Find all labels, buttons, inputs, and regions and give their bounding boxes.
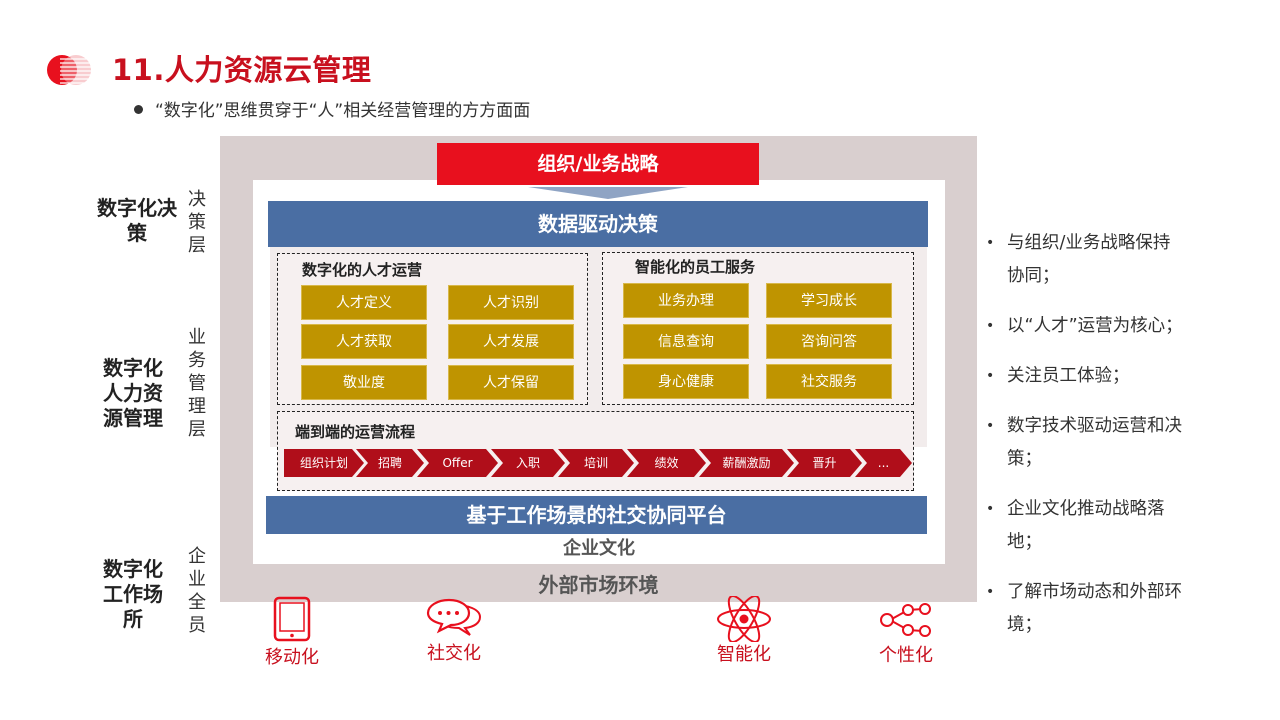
- list-item: • 企业文化推动战略落地；: [986, 493, 1186, 559]
- bullet-icon: •: [986, 418, 995, 434]
- layer-decision: 决策层: [188, 189, 206, 256]
- strategy-bar: 组织/业务战略: [437, 143, 759, 185]
- bullet-icon: •: [986, 584, 995, 600]
- bullet-icon: •: [986, 235, 995, 251]
- share-icon: [878, 600, 934, 640]
- process-step: 组织计划: [284, 449, 364, 477]
- service-item: 信息查询: [623, 324, 749, 359]
- social-platform-bar: 基于工作场景的社交协同平台: [266, 496, 927, 534]
- list-item-text: 企业文化推动战略落地；: [1007, 499, 1165, 552]
- list-item: • 以“人才”运营为核心；: [986, 310, 1186, 343]
- service-item: 身心健康: [623, 364, 749, 399]
- list-item: • 了解市场动态和外部环境；: [986, 576, 1186, 642]
- talent-item: 人才保留: [448, 365, 574, 400]
- bullet-list: • 与组织/业务战略保持协同； • 以“人才”运营为核心； • 关注员工体验； • 数字…: [986, 227, 1186, 659]
- service-item: 业务办理: [623, 283, 749, 318]
- icon-label-smart: 智能化: [717, 644, 771, 665]
- service-item: 社交服务: [766, 364, 892, 399]
- process-title: 端到端的运营流程: [295, 423, 416, 441]
- talent-item: 敬业度: [301, 365, 427, 400]
- process-step: Offer: [417, 449, 498, 477]
- process-step: 晋升: [787, 449, 862, 477]
- bullet-icon: •: [986, 368, 995, 384]
- process-step: 绩效: [627, 449, 706, 477]
- mobile-icon: [272, 596, 312, 642]
- list-item-text: 了解市场动态和外部环境；: [1007, 582, 1182, 635]
- label-digital-hr: 数字化人力资源管理: [103, 356, 163, 430]
- bullet-icon: •: [986, 501, 995, 517]
- process-step: 薪酬激励: [699, 449, 794, 477]
- list-item: • 与组织/业务战略保持协同；: [986, 227, 1186, 293]
- process-chevrons: 组织计划 招聘 Offer 入职 培训 绩效 薪酬激励 晋升 ...: [284, 449, 914, 477]
- atom-icon: [716, 595, 772, 643]
- process-step: 入职: [491, 449, 565, 477]
- employee-services-box: 智能化的员工服务 业务办理 学习成长 信息查询 咨询问答 身心健康 社交服务: [602, 252, 914, 405]
- page-title: 11.人力资源云管理: [112, 53, 372, 87]
- bullet-icon: •: [986, 318, 995, 334]
- list-item-text: 以“人才”运营为核心；: [1007, 316, 1183, 336]
- label-digital-decision: 数字化决策: [97, 196, 177, 245]
- list-item-text: 与组织/业务战略保持协同；: [1007, 233, 1171, 286]
- list-item: • 关注员工体验；: [986, 360, 1186, 393]
- icon-label-personal: 个性化: [879, 645, 933, 666]
- icon-label-mobile: 移动化: [265, 647, 319, 668]
- talent-item: 人才发展: [448, 324, 574, 359]
- talent-item: 人才识别: [448, 285, 574, 320]
- icon-label-social: 社交化: [427, 643, 481, 664]
- data-driven-bar: 数据驱动决策: [268, 201, 928, 247]
- process-box: 端到端的运营流程 组织计划 招聘 Offer 入职 培训 绩效 薪酬激励 晋升 …: [277, 411, 914, 491]
- service-item: 咨询问答: [766, 324, 892, 359]
- process-step: ...: [855, 449, 912, 477]
- chat-icon: [425, 598, 483, 638]
- subtitle-text: “数字化”思维贯穿于“人”相关经营管理的方方面面: [155, 101, 531, 121]
- process-step: 招聘: [356, 449, 424, 477]
- market-label: 外部市场环境: [538, 573, 659, 597]
- logo-icon: [46, 52, 94, 88]
- label-digital-workplace: 数字化工作场所: [103, 557, 163, 631]
- subtitle: “数字化”思维贯穿于“人”相关经营管理的方方面面: [134, 99, 530, 123]
- culture-label: 企业文化: [563, 538, 635, 559]
- list-item-text: 关注员工体验；: [1007, 366, 1130, 386]
- bullet-dot-icon: [134, 104, 143, 114]
- layer-employees: 企业全员: [188, 546, 206, 636]
- process-step: 培训: [558, 449, 634, 477]
- talent-item: 人才获取: [301, 324, 427, 359]
- service-item: 学习成长: [766, 283, 892, 318]
- list-item: • 数字技术驱动运营和决策；: [986, 410, 1186, 476]
- arrow-down-icon: [528, 187, 688, 199]
- talent-item: 人才定义: [301, 285, 427, 320]
- layer-business: 业务管理层: [188, 327, 206, 440]
- employee-services-title: 智能化的员工服务: [635, 258, 756, 276]
- talent-ops-box: 数字化的人才运营 人才定义 人才识别 人才获取 人才发展 敬业度 人才保留: [277, 253, 588, 405]
- talent-ops-title: 数字化的人才运营: [302, 261, 423, 279]
- list-item-text: 数字技术驱动运营和决策；: [1007, 416, 1182, 469]
